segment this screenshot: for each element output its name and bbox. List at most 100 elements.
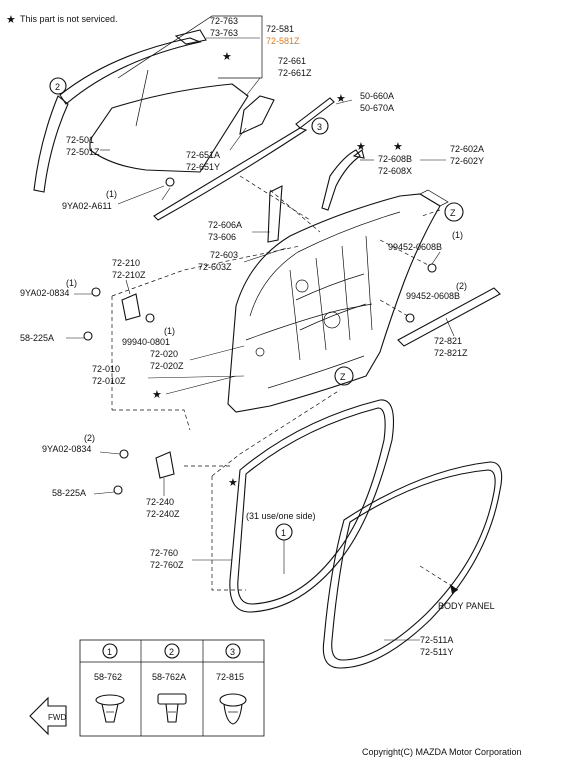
label-72-602y: 72-602Y <box>450 156 484 166</box>
label-72-511y: 72-511Y <box>420 647 453 657</box>
legend-num-3: 3 <box>230 647 235 657</box>
callout-1-seal-text: 1 <box>281 528 286 538</box>
callout-2-upper <box>49 77 67 95</box>
callout-z-top-text: Z <box>450 208 456 218</box>
fwd-arrow-icon: FWD <box>29 696 67 736</box>
screw-icon <box>165 177 175 187</box>
use-note: (31 use/one side) <box>246 511 316 521</box>
label-50-660a: 50-660A <box>360 91 394 101</box>
belt-weatherstrip <box>153 127 308 221</box>
push-clip-icon <box>95 694 125 723</box>
label-9ya02-0834-b: 9YA02-0834 <box>42 444 91 454</box>
star-2: ★ <box>222 51 232 63</box>
door-frame-moulding <box>59 37 202 105</box>
label-72-821: 72-821 <box>434 336 462 346</box>
note-star: ★ <box>6 14 16 26</box>
legend-num-2: 2 <box>169 647 174 657</box>
label-72-602a: 72-602A <box>450 144 484 154</box>
label-72-760: 72-760 <box>150 548 178 558</box>
door-weatherstrip-inner <box>397 287 501 347</box>
label-72-760z: 72-760Z <box>150 560 184 570</box>
label-72-603: 72-603 <box>210 250 238 260</box>
glass-run-channel <box>33 95 69 193</box>
round-clip-icon <box>219 693 247 725</box>
label-9ya02-0834-a: 9YA02-0834 <box>20 288 69 298</box>
legend-callout-2 <box>164 643 180 659</box>
star-6: ★ <box>152 389 162 401</box>
door-sash-trim <box>321 149 361 211</box>
quarter-glass-bracket <box>239 95 275 135</box>
label-72-240z: 72-240Z <box>146 509 180 519</box>
label-72-606a: 72-606A <box>208 220 242 230</box>
hinge-nut-icon <box>145 313 155 323</box>
door-glass <box>89 83 249 173</box>
label-73-606: 73-606 <box>208 232 236 242</box>
legend-callout-3 <box>225 643 241 659</box>
legend-part-58-762: 58-762 <box>94 672 122 682</box>
qty-2-b: (2) <box>84 433 95 443</box>
label-72-501: 72-501 <box>66 135 94 145</box>
star-4: ★ <box>356 141 366 153</box>
legend-callout-1 <box>102 643 118 659</box>
callout-2-upper-text: 2 <box>55 82 60 92</box>
qty-1-d: (1) <box>164 326 175 336</box>
door-pillar-garnish <box>267 185 283 243</box>
hinge-bolt-icon-2 <box>83 331 93 341</box>
label-72-010: 72-010 <box>92 364 120 374</box>
body-side-weatherstrip <box>322 461 503 669</box>
label-72-020z: 72-020Z <box>150 361 184 371</box>
label-58-225a-b: 58-225A <box>52 488 86 498</box>
label-72-020: 72-020 <box>150 349 178 359</box>
label-72-608x: 72-608X <box>378 166 412 176</box>
label-72-501z: 72-501Z <box>66 147 100 157</box>
callout-z-bottom <box>334 366 354 386</box>
legend-part-58-762a: 58-762A <box>152 672 186 682</box>
legend-part-72-815: 72-815 <box>216 672 244 682</box>
label-72-240: 72-240 <box>146 497 174 507</box>
qty-2-a: (2) <box>456 281 467 291</box>
label-72-010z: 72-010Z <box>92 376 126 386</box>
copyright: Copyright(C) MAZDA Motor Corporation <box>362 747 522 757</box>
star-5: ★ <box>393 141 403 153</box>
label-50-670a: 50-670A <box>360 103 394 113</box>
door-opening-seal <box>229 399 395 613</box>
lower-hinge-bolt-icon-2 <box>113 485 123 495</box>
hinge-bolt-icon <box>91 287 101 297</box>
not-serviced-note: This part is not serviced. <box>20 14 118 24</box>
upper-hinge <box>121 293 141 321</box>
label-9ya02-a611: 9YA02-A611 <box>62 201 112 211</box>
label-72-651y: 72-651Y <box>186 162 220 172</box>
label-73-763: 73-763 <box>210 28 238 38</box>
label-72-763: 72-763 <box>210 16 238 26</box>
moulding-strip <box>295 97 335 129</box>
label-72-581: 72-581 <box>266 24 294 34</box>
label-72-821z: 72-821Z <box>434 348 468 358</box>
callout-3 <box>311 117 329 135</box>
star-3: ★ <box>336 93 346 105</box>
star-7: ★ <box>228 477 238 489</box>
label-99940-0801: 99940-0801 <box>122 337 170 347</box>
rear-door-shell <box>227 193 441 413</box>
fwd-label: FWD <box>48 713 66 722</box>
body-panel-label: BODY PANEL <box>438 601 495 611</box>
label-72-511a: 72-511A <box>420 635 453 645</box>
label-72-608b: 72-608B <box>378 154 412 164</box>
label-72-581z: 72-581Z <box>266 36 300 46</box>
label-72-210: 72-210 <box>112 258 140 268</box>
callout-z-top <box>444 202 464 222</box>
label-72-661z: 72-661Z <box>278 68 312 78</box>
bolt-icon-2 <box>405 313 415 323</box>
label-99452-0608b-a: 99452-0608B <box>388 242 442 252</box>
label-72-603z: 72-603Z <box>198 262 232 272</box>
clip-legend-table: 1 2 3 58-762 58-762A 72-815 <box>79 639 265 737</box>
qty-1-b: (1) <box>452 230 463 240</box>
bolt-icon <box>427 263 437 273</box>
square-clip-icon <box>157 693 187 723</box>
lower-hinge-bolt-icon <box>119 449 129 459</box>
label-99452-0608b-b: 99452-0608B <box>406 291 460 301</box>
legend-num-1: 1 <box>107 647 112 657</box>
label-72-651a: 72-651A <box>186 150 220 160</box>
qty-1-c: (1) <box>66 278 77 288</box>
callout-z-bottom-text: Z <box>340 372 346 382</box>
